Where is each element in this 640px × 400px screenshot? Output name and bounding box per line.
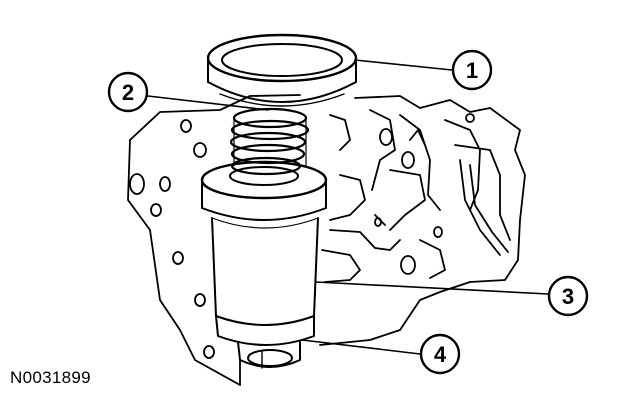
part-3-piston bbox=[200, 160, 328, 326]
callout-3: 3 bbox=[547, 275, 589, 317]
valve-body-housing bbox=[127, 94, 526, 386]
part-4-seal bbox=[215, 315, 315, 369]
callout-2: 2 bbox=[107, 71, 149, 113]
callout-number-3: 3 bbox=[562, 284, 574, 309]
callout-number-4: 4 bbox=[434, 342, 447, 367]
callout-number-1: 1 bbox=[466, 58, 478, 83]
callout-1: 1 bbox=[451, 49, 493, 91]
figure-id-label: N0031899 bbox=[10, 368, 91, 387]
callout-4: 4 bbox=[419, 333, 461, 375]
callout-number-2: 2 bbox=[122, 80, 134, 105]
part-1-ring bbox=[206, 33, 358, 107]
leader-lines bbox=[147, 59, 549, 355]
